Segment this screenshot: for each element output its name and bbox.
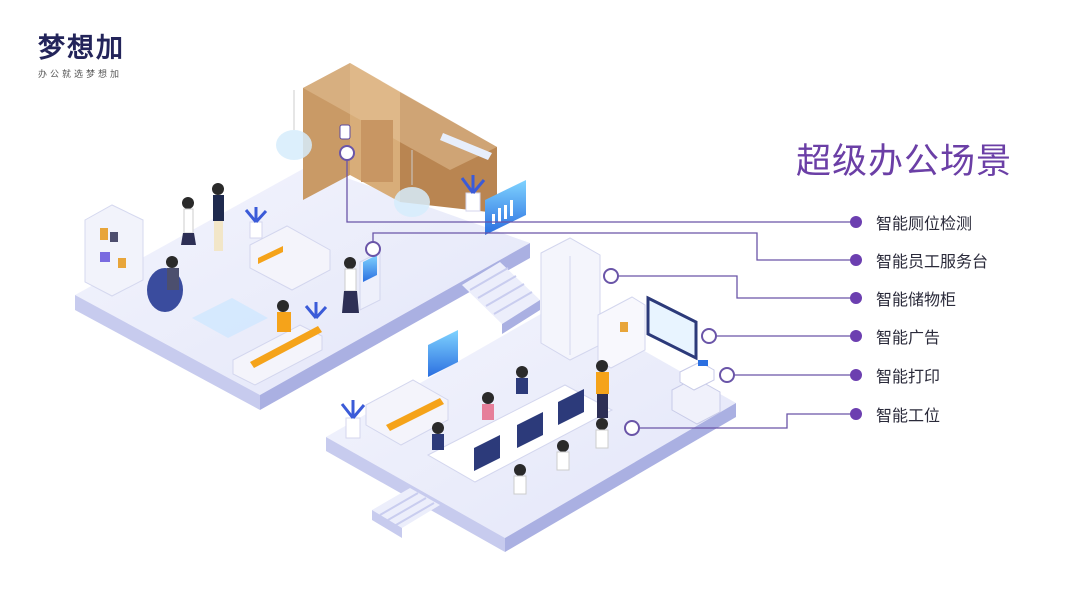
ad-screen	[646, 295, 698, 361]
callout-markers	[339, 145, 735, 436]
callout-lines	[346, 160, 850, 429]
bullet-icon	[850, 330, 862, 342]
stairs-upper	[462, 262, 540, 334]
floating-display-lower	[428, 330, 458, 377]
feature-item-workstation: 智能工位	[850, 403, 1040, 425]
page-title: 超级办公场景	[796, 142, 1013, 182]
plants-upper	[244, 175, 486, 320]
feature-item-lockers: 智能储物柜	[850, 287, 1040, 309]
feature-label: 智能员工服务台	[876, 252, 989, 271]
feature-label: 智能储物柜	[876, 290, 957, 309]
logo-name: 梦想加	[38, 33, 125, 64]
feature-item-restroom-detection: 智能厕位检测	[850, 211, 1040, 233]
lower-sofa	[340, 379, 449, 446]
bookshelf	[84, 204, 144, 297]
feature-item-printing: 智能打印	[850, 364, 1040, 386]
feature-label: 智能工位	[876, 406, 941, 425]
bullet-icon	[850, 292, 862, 304]
bullet-icon	[850, 254, 862, 266]
feature-label: 智能打印	[876, 367, 941, 386]
stairs-lower	[372, 488, 440, 538]
bullet-icon	[850, 369, 862, 381]
brand-logo: 梦想加 办公就选梦想加	[38, 33, 125, 81]
logo-tagline: 办公就选梦想加	[38, 70, 123, 80]
printer	[671, 360, 721, 425]
feature-item-advertising: 智能广告	[850, 325, 1040, 347]
floating-display-upper	[485, 180, 526, 235]
lockers	[540, 237, 646, 369]
restroom-room	[303, 63, 497, 213]
bullet-icon	[850, 408, 862, 420]
feature-label: 智能广告	[876, 328, 941, 347]
feature-label: 智能厕位检测	[876, 214, 973, 233]
feature-item-service-desk: 智能员工服务台	[850, 249, 1040, 271]
lounge-furniture	[147, 225, 331, 386]
people-upper	[166, 183, 359, 332]
bullet-icon	[850, 216, 862, 228]
service-desk-kiosk	[359, 251, 381, 311]
pendant-lights	[276, 90, 430, 217]
workstations	[426, 360, 614, 495]
